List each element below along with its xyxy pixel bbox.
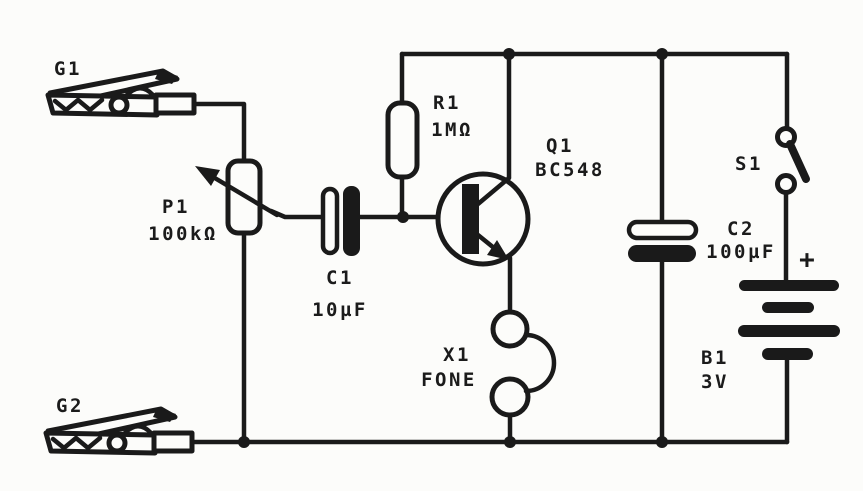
c2-positive-plate: [626, 219, 699, 241]
label-q1-ref: Q1: [546, 135, 574, 157]
clip-teeth: [50, 435, 103, 451]
c1-positive-plate: [320, 186, 340, 256]
clip-pivot: [108, 94, 130, 116]
battery-b1-symbol: [738, 280, 840, 360]
label-b1-value: 3V: [701, 371, 729, 393]
clip-pivot: [106, 432, 128, 454]
clip-jaw-tip: [153, 408, 176, 422]
switch-bottom-contact: [775, 173, 797, 195]
potentiometer-wiper-line: [205, 171, 280, 218]
c1-negative-plate: [343, 186, 360, 256]
alligator-clip-g2: [43, 406, 195, 456]
label-c1-value: 10µF: [312, 299, 368, 321]
battery-plate-short-1: [762, 302, 814, 313]
battery-plate-long-2: [738, 325, 840, 337]
transistor-base-bar: [462, 184, 479, 254]
switch-lever: [786, 140, 810, 183]
potentiometer-p1-symbol: [195, 158, 280, 236]
switch-s1-symbol: [775, 126, 810, 195]
clip-sleeve: [151, 430, 195, 454]
clip-sleeve: [153, 92, 197, 116]
labels: G1 G2 P1 100kΩ C1 10µF R1 1MΩ Q1 BC548 X…: [54, 58, 815, 417]
label-c2-value: 100µF: [706, 241, 776, 263]
earphone-top-terminal: [490, 309, 530, 349]
label-p1-value: 100kΩ: [148, 223, 218, 245]
label-s1: S1: [735, 153, 763, 175]
alligator-clip-g1: [45, 68, 197, 118]
junction-c2-rail: [656, 48, 668, 60]
capacitor-c2-symbol: [626, 219, 699, 262]
label-g2: G2: [56, 395, 84, 417]
junction-c2-ground: [656, 436, 668, 448]
earphone-arc: [523, 332, 557, 394]
capacitor-c1-symbol: [320, 186, 360, 256]
transistor-envelope: [435, 171, 531, 267]
junction-x1-ground: [504, 436, 516, 448]
transistor-emitter-arrow: [487, 240, 509, 260]
junction-collector-rail: [503, 48, 515, 60]
earphone-x1-symbol: [489, 309, 557, 418]
potentiometer-arrow-head: [195, 166, 220, 186]
resistor-r1-body: [385, 100, 420, 180]
c2-negative-plate: [628, 245, 696, 262]
clip-teeth: [52, 97, 105, 113]
wire-g1-to-p1: [191, 101, 247, 164]
label-p1-ref: P1: [162, 196, 190, 218]
label-r1-value: 1MΩ: [431, 119, 473, 141]
clip-spring: [121, 424, 154, 437]
label-c1-ref: C1: [326, 267, 354, 289]
clip-jaw-tip: [155, 70, 178, 84]
label-x1-value: FONE: [421, 369, 477, 391]
junction-r1-base: [397, 211, 409, 223]
label-g1: G1: [54, 58, 82, 80]
earphone-bottom-terminal: [489, 376, 531, 418]
junction-dots: [238, 48, 668, 448]
battery-plate-long-1: [739, 280, 839, 291]
battery-plate-short-2: [762, 348, 813, 360]
transistor-q1-symbol: [435, 171, 531, 267]
label-c2-ref: C2: [727, 218, 755, 240]
wires: [190, 51, 790, 445]
label-r1-ref: R1: [433, 92, 461, 114]
label-battery-plus: +: [799, 245, 815, 275]
transistor-collector-lead: [475, 175, 512, 207]
label-x1-ref: X1: [443, 344, 471, 366]
junction-p1-ground: [238, 436, 250, 448]
label-q1-value: BC548: [535, 159, 605, 181]
clip-spring: [123, 86, 156, 99]
label-b1-ref: B1: [701, 347, 729, 369]
